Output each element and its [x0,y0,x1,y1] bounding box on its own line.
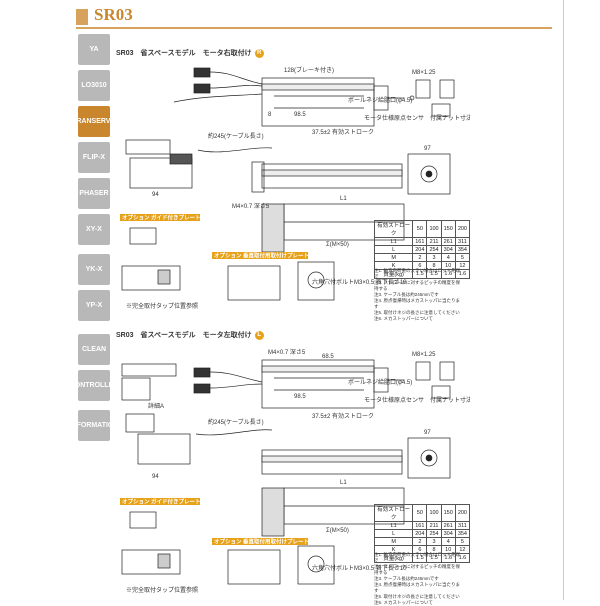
sum-label: Σ(M×50) [326,242,349,248]
header-cap [76,9,88,25]
m4-dim-label: M4×0.7 深さ5 [268,348,306,356]
stock-note-label: ※完全取付タップ位置参照 [126,302,198,310]
mount-badge: L [254,330,264,340]
page-header: SR03 [76,5,552,29]
option-label-1: オプション ガイド付きプレート(アーム) [122,214,220,222]
l1-label: L1 [340,480,347,486]
side-tabs: YA LO3010 TRANSERVO FLIP-X PHASER XY-X Y… [70,34,118,594]
right-end-view [407,153,451,195]
tab-clean[interactable]: CLEAN [78,334,110,365]
dim-97-label: 97 [424,146,431,152]
grease-port-label: ボールネジ給脂口(φ4.5) [348,96,412,104]
dim-98-label: 98.5 [294,394,306,400]
motor-label: モータ仕様 [364,114,394,122]
technical-drawing: オプション ガイド付きプレート(アーム) オプション 垂直取付用取付けプレート(… [120,66,470,310]
notes-block: 注1. 軸方向荷重の大きい場合はロッド先端で 注2. ストロークに対するピッチの… [374,268,461,321]
tab-xy-x[interactable]: XY-X [78,214,110,245]
margin-rule [563,0,564,600]
option-label-2: オプション 垂直取付用取付けプレート(フランジ) [214,252,335,260]
dim-98-label: 98.5 [294,112,306,118]
tab-yk-x[interactable]: YK-X [78,254,110,285]
end-view [415,79,455,117]
nut-dim-label: 付属ナット寸法 [430,114,470,122]
motor-label: モータ仕様 [364,396,394,404]
m8-label: M8×1.25 [412,352,436,358]
dim-97-label: 97 [424,430,431,436]
dim-94-label: 94 [152,474,159,480]
grease-port-label: ボールネジ給脂口(φ4.5) [348,378,412,386]
option-label-1: オプション ガイド付きプレート(アーム) [122,498,220,506]
stroke-label: 37.5±2 有効ストローク [312,128,374,136]
stock-note-label: ※完全取付タップ位置参照 [126,586,198,594]
nut-dim-label: 付属ナット寸法 [430,396,470,404]
bolt-label: 六角穴付ボルトM3×0.5 首下長さ10 [312,278,407,286]
brake-dim-label: 128(ブレーキ付き) [284,66,334,74]
option-band-1: オプション ガイド付きプレート(アーム) [120,498,220,506]
dim-b-label: 68.5 [322,354,334,360]
stroke-label: 37.5±2 有効ストローク [312,412,374,420]
dim-b-label: 8 [268,112,272,118]
tab-lo3010[interactable]: LO3010 [78,70,110,101]
technical-drawing: オプション ガイド付きプレート(アーム) オプション 垂直取付用取付けプレート(… [120,348,470,594]
page-title: SR03 [94,5,133,24]
origin-sensor-label: 原点センサ [394,114,424,122]
detail-a-label: 詳細A [148,402,164,410]
m4-label: M4×0.7 深さ5 [232,202,270,210]
origin-sensor-label: 原点センサ [394,396,424,404]
mount-badge: R [254,48,264,58]
m8-label: M8×1.25 [412,70,436,76]
bracket-view [121,363,191,465]
notes-block: 注1. 軸方向荷重の大きい場合はロッド先端で 注2. ストロークに対するピッチの… [374,552,461,605]
tab-controller[interactable]: CONTROLLER [70,370,118,401]
tab-information[interactable]: INFORMATION [70,410,118,441]
actuator-lower-view [261,449,405,537]
option-drawings [121,227,335,301]
cable-connectors [193,367,273,436]
tab-phaser[interactable]: PHASER [78,178,110,209]
option-band-1: オプション ガイド付きプレート(アーム) [120,214,220,222]
l1-label: L1 [340,196,347,202]
option-label-2: オプション 垂直取付用取付けプレート(フランジ) [214,538,335,546]
tab-ya[interactable]: YA [78,34,110,65]
sum-label: Σ(M×50) [326,528,349,534]
option-band-2: オプション 垂直取付用取付けプレート(フランジ) [212,252,335,260]
end-view [415,361,455,399]
cable-length-label: 約245(ケーブル長さ) [208,418,264,426]
bolt-label: 六角穴付ボルトM3×0.5 首下長さ10 [312,564,407,572]
cable-length-label: 約245(ケーブル長さ) [208,132,264,140]
actuator-side-view [261,77,415,127]
right-end-view [407,437,451,479]
tab-yp-x[interactable]: YP-X [78,290,110,321]
dim-94-label: 94 [152,192,159,198]
option-band-2: オプション 垂直取付用取付けプレート(フランジ) [212,538,335,546]
tab-transervo[interactable]: TRANSERVO [72,106,116,137]
actuator-side-view [261,359,404,409]
tab-flip-x[interactable]: FLIP-X [78,142,110,173]
cable-connectors [173,67,263,103]
option-drawings [121,511,335,585]
bracket-view [125,139,273,189]
